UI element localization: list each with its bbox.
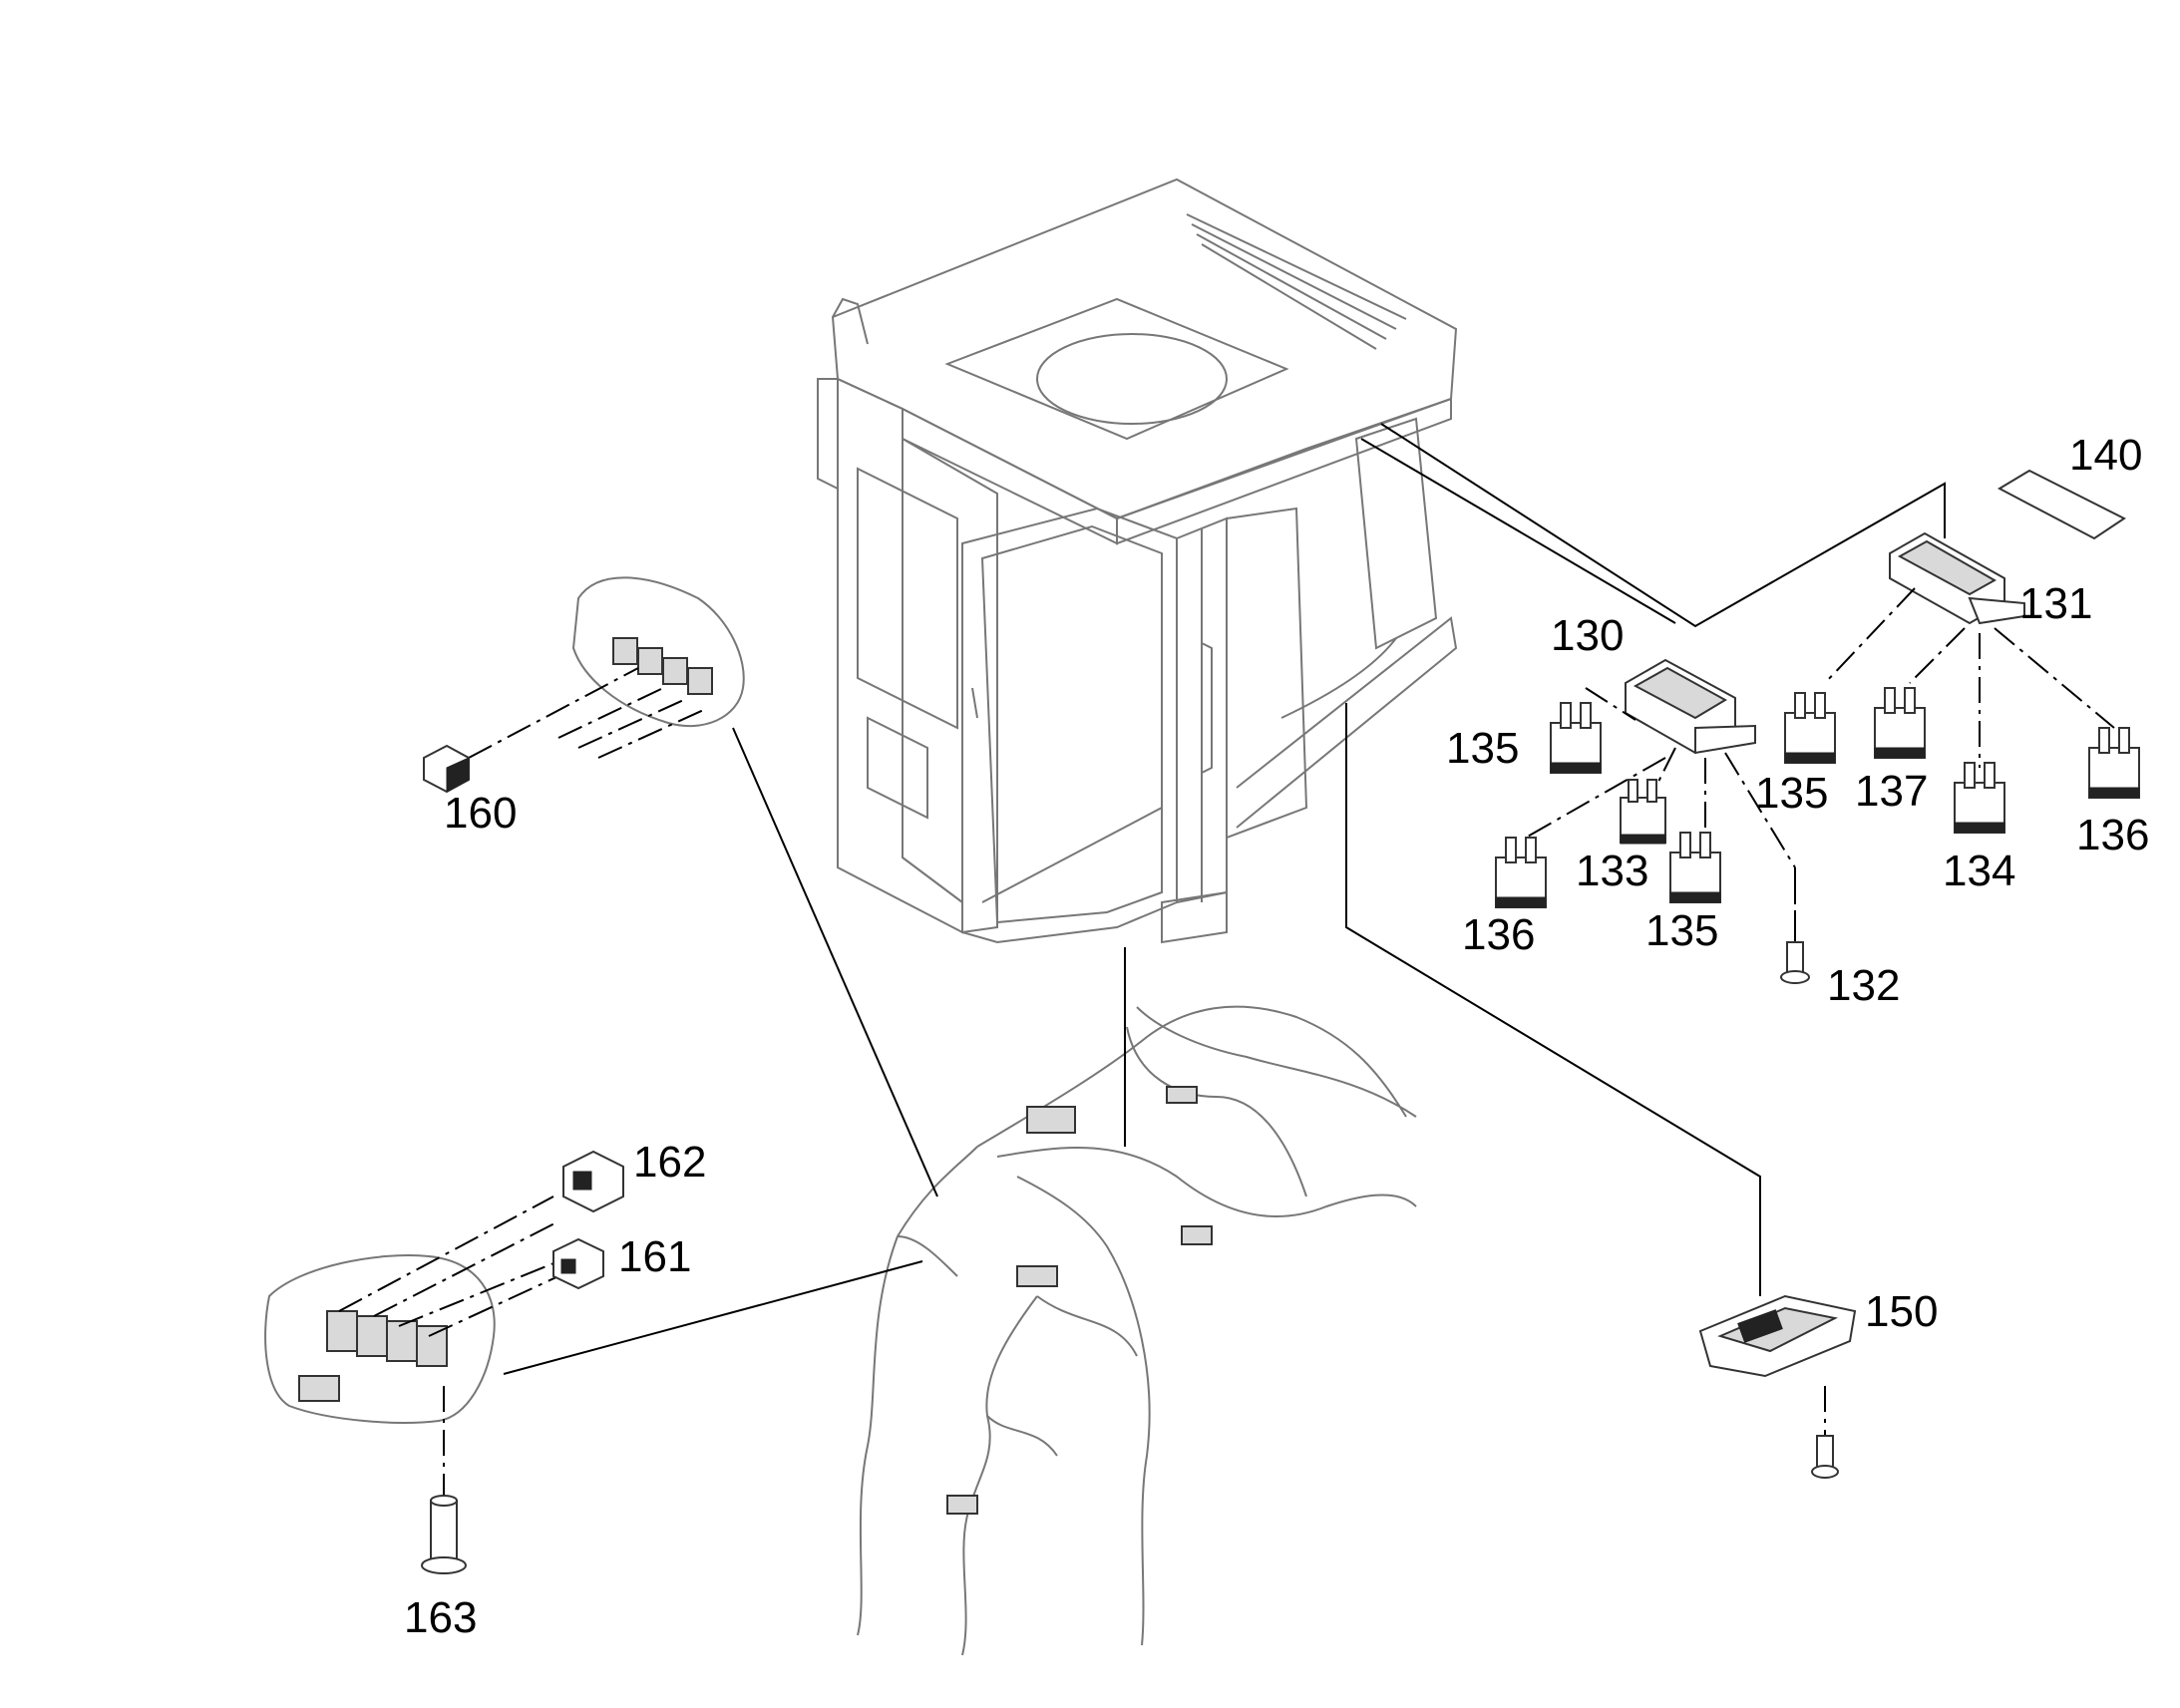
fuse-135-right [1784, 692, 1836, 764]
roof-vent-grid [1186, 213, 1407, 350]
callout-161: 161 [618, 1232, 691, 1281]
relay-panel-160 [423, 576, 745, 794]
wiring-harness [857, 1005, 1417, 1656]
dome-light-150 [1698, 1294, 1857, 1479]
fuse-133 [1620, 779, 1666, 845]
cab-frame [817, 177, 1458, 944]
fuse-134 [1954, 762, 2005, 834]
fuse-136-right [2088, 727, 2140, 799]
label-plate-140 [1997, 469, 2126, 540]
callout-133: 133 [1576, 847, 1648, 895]
fuse-135-lower [1669, 832, 1721, 903]
screw-132 [1780, 877, 1810, 984]
callout-136-a: 136 [1462, 910, 1535, 959]
relay-160 [423, 744, 470, 794]
fuse-135-upper [1550, 702, 1602, 774]
callout-163: 163 [404, 1593, 477, 1642]
fuse-137 [1874, 687, 1926, 759]
callout-134: 134 [1943, 847, 2015, 895]
callout-160: 160 [444, 789, 517, 838]
leader-lines [503, 423, 1946, 1375]
fuse-136-left [1495, 837, 1547, 908]
callout-150: 150 [1865, 1287, 1938, 1336]
callout-140: 140 [2069, 431, 2142, 480]
callout-135-a: 135 [1446, 724, 1519, 773]
callout-130: 130 [1551, 611, 1624, 660]
relay-162 [562, 1150, 624, 1213]
relay-panel-161-162 [264, 1150, 624, 1574]
fuse-box-130 [1525, 658, 1796, 957]
callouts: 140 131 130 135 135 137 136 133 134 136 … [404, 431, 2149, 1642]
callout-132: 132 [1827, 961, 1900, 1010]
bolt-163 [421, 1495, 467, 1574]
fuse-box-131 [1824, 531, 2115, 768]
callout-131: 131 [2019, 579, 2092, 628]
callout-135-b: 135 [1755, 769, 1828, 818]
relay-161 [552, 1237, 604, 1290]
callout-137: 137 [1855, 767, 1928, 816]
callout-135-c: 135 [1645, 906, 1718, 955]
callout-136-b: 136 [2076, 811, 2149, 859]
callout-162: 162 [633, 1138, 706, 1187]
